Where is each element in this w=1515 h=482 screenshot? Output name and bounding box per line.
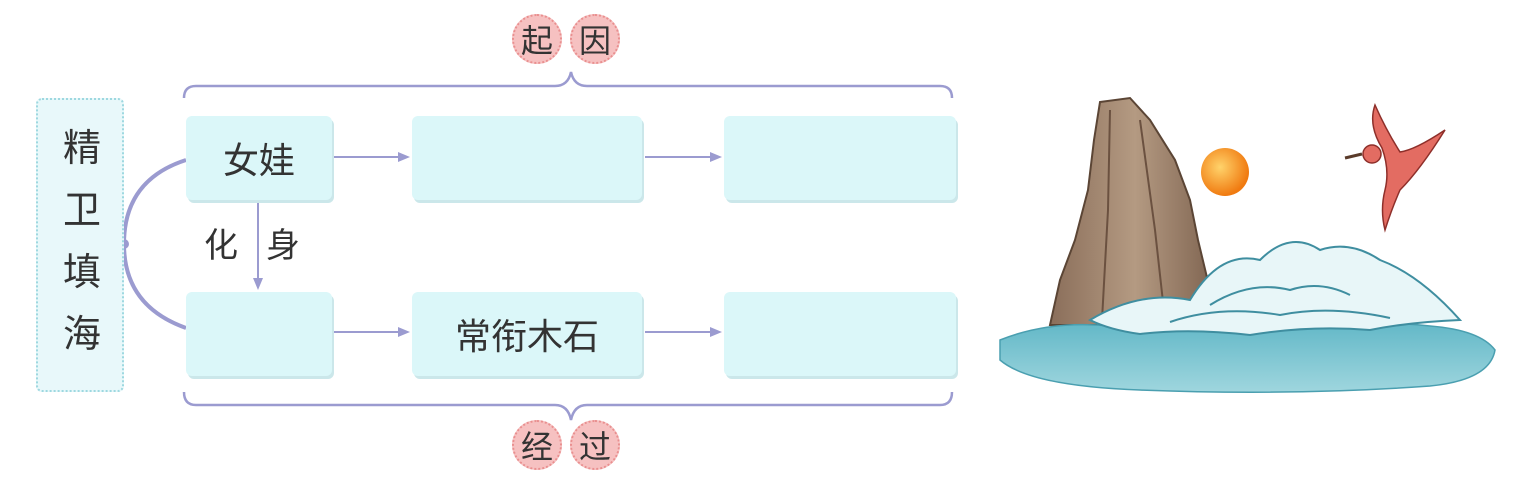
arrow-top-2 — [645, 152, 722, 162]
title-char: 海 — [62, 312, 101, 356]
bird-icon — [1344, 102, 1446, 233]
arrow-bottom-2 — [645, 327, 722, 337]
box-bottom-1[interactable] — [186, 292, 332, 376]
transform-label-1: 化 — [204, 226, 238, 266]
brace-process — [182, 391, 954, 421]
cliff-shape — [1048, 96, 1222, 326]
tag-process-1: 经 — [512, 420, 562, 470]
sun-icon — [1201, 148, 1249, 196]
tag-process-2: 过 — [570, 420, 620, 470]
box-top-3[interactable] — [724, 116, 956, 200]
brace-cause — [182, 71, 954, 99]
title-char: 卫 — [62, 188, 101, 232]
arrow-transform — [253, 202, 263, 290]
arrow-bottom-1 — [333, 327, 410, 337]
title-char: 填 — [62, 250, 101, 294]
box-top-2[interactable] — [412, 116, 642, 200]
tag-cause-1: 起 — [512, 14, 562, 64]
box-top-1: 女娃 — [186, 116, 332, 200]
title-bracket — [121, 158, 187, 330]
arrow-top-1 — [333, 152, 410, 162]
waves-shape — [1087, 241, 1463, 337]
title-box: 精 卫 填 海 — [36, 98, 124, 392]
tag-cause-2: 因 — [570, 14, 620, 64]
box-bottom-2: 常衔木石 — [412, 292, 642, 376]
box-bottom-3[interactable] — [724, 292, 956, 376]
transform-label-2: 身 — [266, 226, 300, 266]
title-char: 精 — [62, 126, 101, 170]
jingwei-illustration — [999, 96, 1496, 393]
